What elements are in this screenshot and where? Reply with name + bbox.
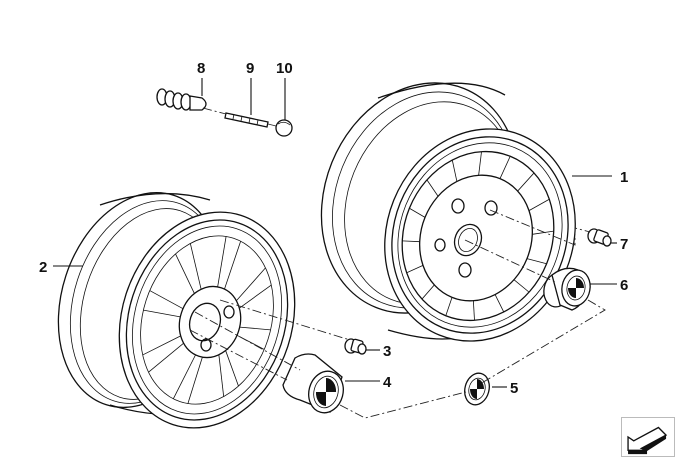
part-9-valve-insert[interactable] — [224, 112, 269, 128]
wheel-2-spoke-edge — [239, 284, 272, 309]
part-5-emblem[interactable] — [461, 370, 492, 407]
wheel-2-spoke-edge — [149, 290, 184, 310]
callout-2[interactable]: 2 — [39, 259, 47, 276]
wheel-1-window-divider — [426, 179, 439, 197]
part-10-valve-cap[interactable] — [275, 119, 293, 137]
wheel-2-spoke-edge — [148, 342, 184, 373]
callout-8[interactable]: 8 — [197, 60, 205, 77]
back-navigation-button[interactable] — [621, 417, 675, 457]
wheel-2-spoke-edge — [218, 354, 225, 397]
wheel-2[interactable] — [32, 171, 322, 451]
wheel-1[interactable] — [288, 53, 607, 370]
callout-1[interactable]: 1 — [620, 169, 628, 186]
wheel-1-window-divider — [526, 258, 547, 265]
wheel-2-spoke-edge — [172, 354, 196, 400]
leader-lines — [53, 78, 617, 388]
callout-6[interactable]: 6 — [620, 277, 628, 294]
wheel-1-window-divider — [451, 159, 458, 182]
part-4-hub-cap[interactable] — [282, 353, 348, 417]
part-7-wheel-bolt[interactable] — [587, 228, 612, 247]
wheel-1-window-divider — [478, 151, 482, 176]
wheel-1-window-divider — [528, 198, 550, 211]
wheel-1-window-divider — [406, 265, 424, 274]
wheel-2-spoke-edge — [189, 243, 202, 290]
wheel-1-window-divider — [409, 207, 426, 218]
callout-10[interactable]: 10 — [276, 60, 293, 77]
wheel-2-spoke-edge — [217, 236, 227, 287]
part-8-valve[interactable] — [156, 88, 207, 111]
part-3-wheel-bolt[interactable] — [344, 338, 367, 355]
callout-7[interactable]: 7 — [620, 236, 628, 253]
wheel-1-window-divider — [513, 279, 530, 293]
wheel-1-window-divider — [494, 294, 505, 313]
wheel-2-spoke-edge — [175, 253, 195, 294]
wheel-1-window-divider — [445, 297, 453, 316]
callout-3[interactable]: 3 — [383, 343, 391, 360]
wheel-2-spoke-edge — [143, 309, 181, 318]
part-6-hub-cap[interactable] — [541, 267, 593, 311]
assembly-lines — [189, 107, 606, 419]
wheel-1-window-divider — [402, 240, 420, 243]
wheel-1-window-divider — [421, 284, 435, 300]
arrow-down-left-icon — [627, 426, 668, 455]
callout-9[interactable]: 9 — [246, 60, 254, 77]
wheel-2-spoke-edge — [224, 241, 242, 290]
wheel-2-spoke-edge — [187, 356, 203, 404]
wheel-1-window-divider — [499, 156, 511, 179]
wheel-2-spoke-edge — [239, 326, 271, 331]
wheel-1-window-divider — [472, 300, 475, 321]
callout-4[interactable]: 4 — [383, 374, 392, 391]
wheel-2-spoke-edge — [236, 267, 266, 302]
wheel-2-spoke-edge — [142, 335, 181, 356]
wheel-1-window-divider — [532, 230, 554, 235]
wheel-2-spoke-edge — [225, 350, 239, 387]
wheel-1-window-divider — [517, 172, 535, 192]
callout-5[interactable]: 5 — [510, 380, 518, 397]
